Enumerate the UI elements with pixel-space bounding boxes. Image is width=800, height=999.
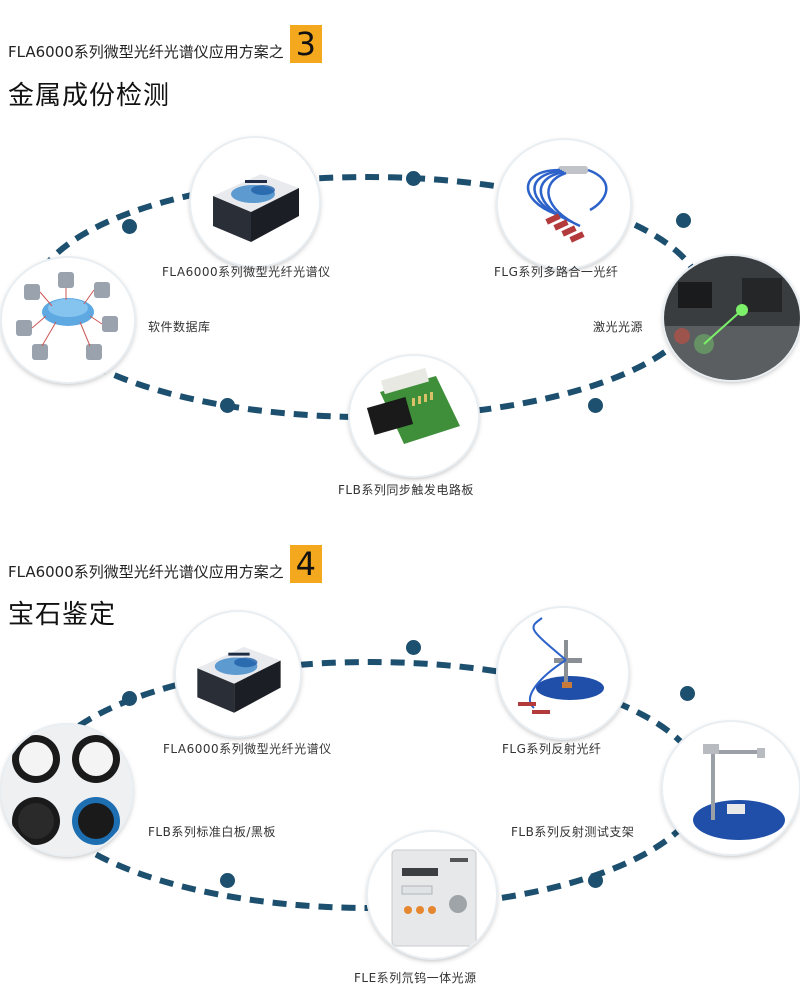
label-fiber: FLG系列多路合一光纤 <box>494 265 619 279</box>
label-database: 软件数据库 <box>148 320 211 334</box>
white-black-standard-icon <box>2 725 132 855</box>
label-circuit-board: FLB系列同步触发电路板 <box>338 483 474 497</box>
label-test-stand: FLB系列反射测试支架 <box>511 825 635 839</box>
section-title: 宝石鉴定 <box>8 600 117 630</box>
circuit-board-icon <box>366 367 460 444</box>
ring-dot <box>676 213 691 228</box>
reflection-fiber-icon <box>518 617 604 714</box>
ring-dot <box>220 398 235 413</box>
section-title: 金属成份检测 <box>8 81 171 111</box>
laser-source-icon <box>664 256 800 380</box>
label-spectrometer: FLA6000系列微型光纤光谱仪 <box>163 742 332 756</box>
light-source-node <box>368 832 496 958</box>
ring-dot <box>588 873 603 888</box>
label-spectrometer: FLA6000系列微型光纤光谱仪 <box>162 265 331 279</box>
fiber-bundle-node <box>498 140 630 268</box>
solution-section-4: FLA6000系列微型光纤光谱仪应用方案之 4 宝石鉴定 <box>0 500 800 999</box>
database-node <box>2 258 134 382</box>
ring-dot <box>122 219 137 234</box>
ring-dot <box>680 686 695 701</box>
test-stand-icon <box>693 744 785 840</box>
label-standard-board: FLB系列标准白板/黑板 <box>148 825 276 839</box>
reflection-fiber-node <box>498 608 628 738</box>
spectrometer-node <box>176 612 300 736</box>
standard-board-node <box>2 725 132 855</box>
solution-section-3: FLA6000系列微型光纤光谱仪应用方案之 3 金属成份检测 <box>2 25 800 497</box>
light-source-icon <box>391 849 477 947</box>
ring-dot <box>406 171 421 186</box>
solution-number-badge: 3 <box>289 25 322 63</box>
circuit-board-node <box>350 356 478 476</box>
fiber-bundle-icon <box>526 166 608 243</box>
section-heading: FLA6000系列微型光纤光谱仪应用方案之 4 <box>8 545 322 583</box>
spectrometer-icon <box>213 174 299 242</box>
test-stand-node <box>663 722 799 854</box>
ring-dot <box>220 873 235 888</box>
label-reflection-fiber: FLG系列反射光纤 <box>502 742 602 756</box>
ring-dot <box>122 691 137 706</box>
solution-number-badge: 4 <box>289 545 322 583</box>
spectrometer-icon <box>197 646 281 713</box>
spectrometer-node <box>191 138 319 266</box>
heading-prefix: FLA6000系列微型光纤光谱仪应用方案之 <box>8 43 284 61</box>
label-laser: 激光光源 <box>593 320 644 334</box>
database-network-icon <box>16 272 118 360</box>
label-light-source: FLE系列氘钨一体光源 <box>354 971 477 985</box>
laser-node <box>664 256 800 380</box>
section-heading: FLA6000系列微型光纤光谱仪应用方案之 3 <box>8 25 322 63</box>
ring-dot <box>406 640 421 655</box>
heading-prefix: FLA6000系列微型光纤光谱仪应用方案之 <box>8 563 284 581</box>
ring-dot <box>588 398 603 413</box>
